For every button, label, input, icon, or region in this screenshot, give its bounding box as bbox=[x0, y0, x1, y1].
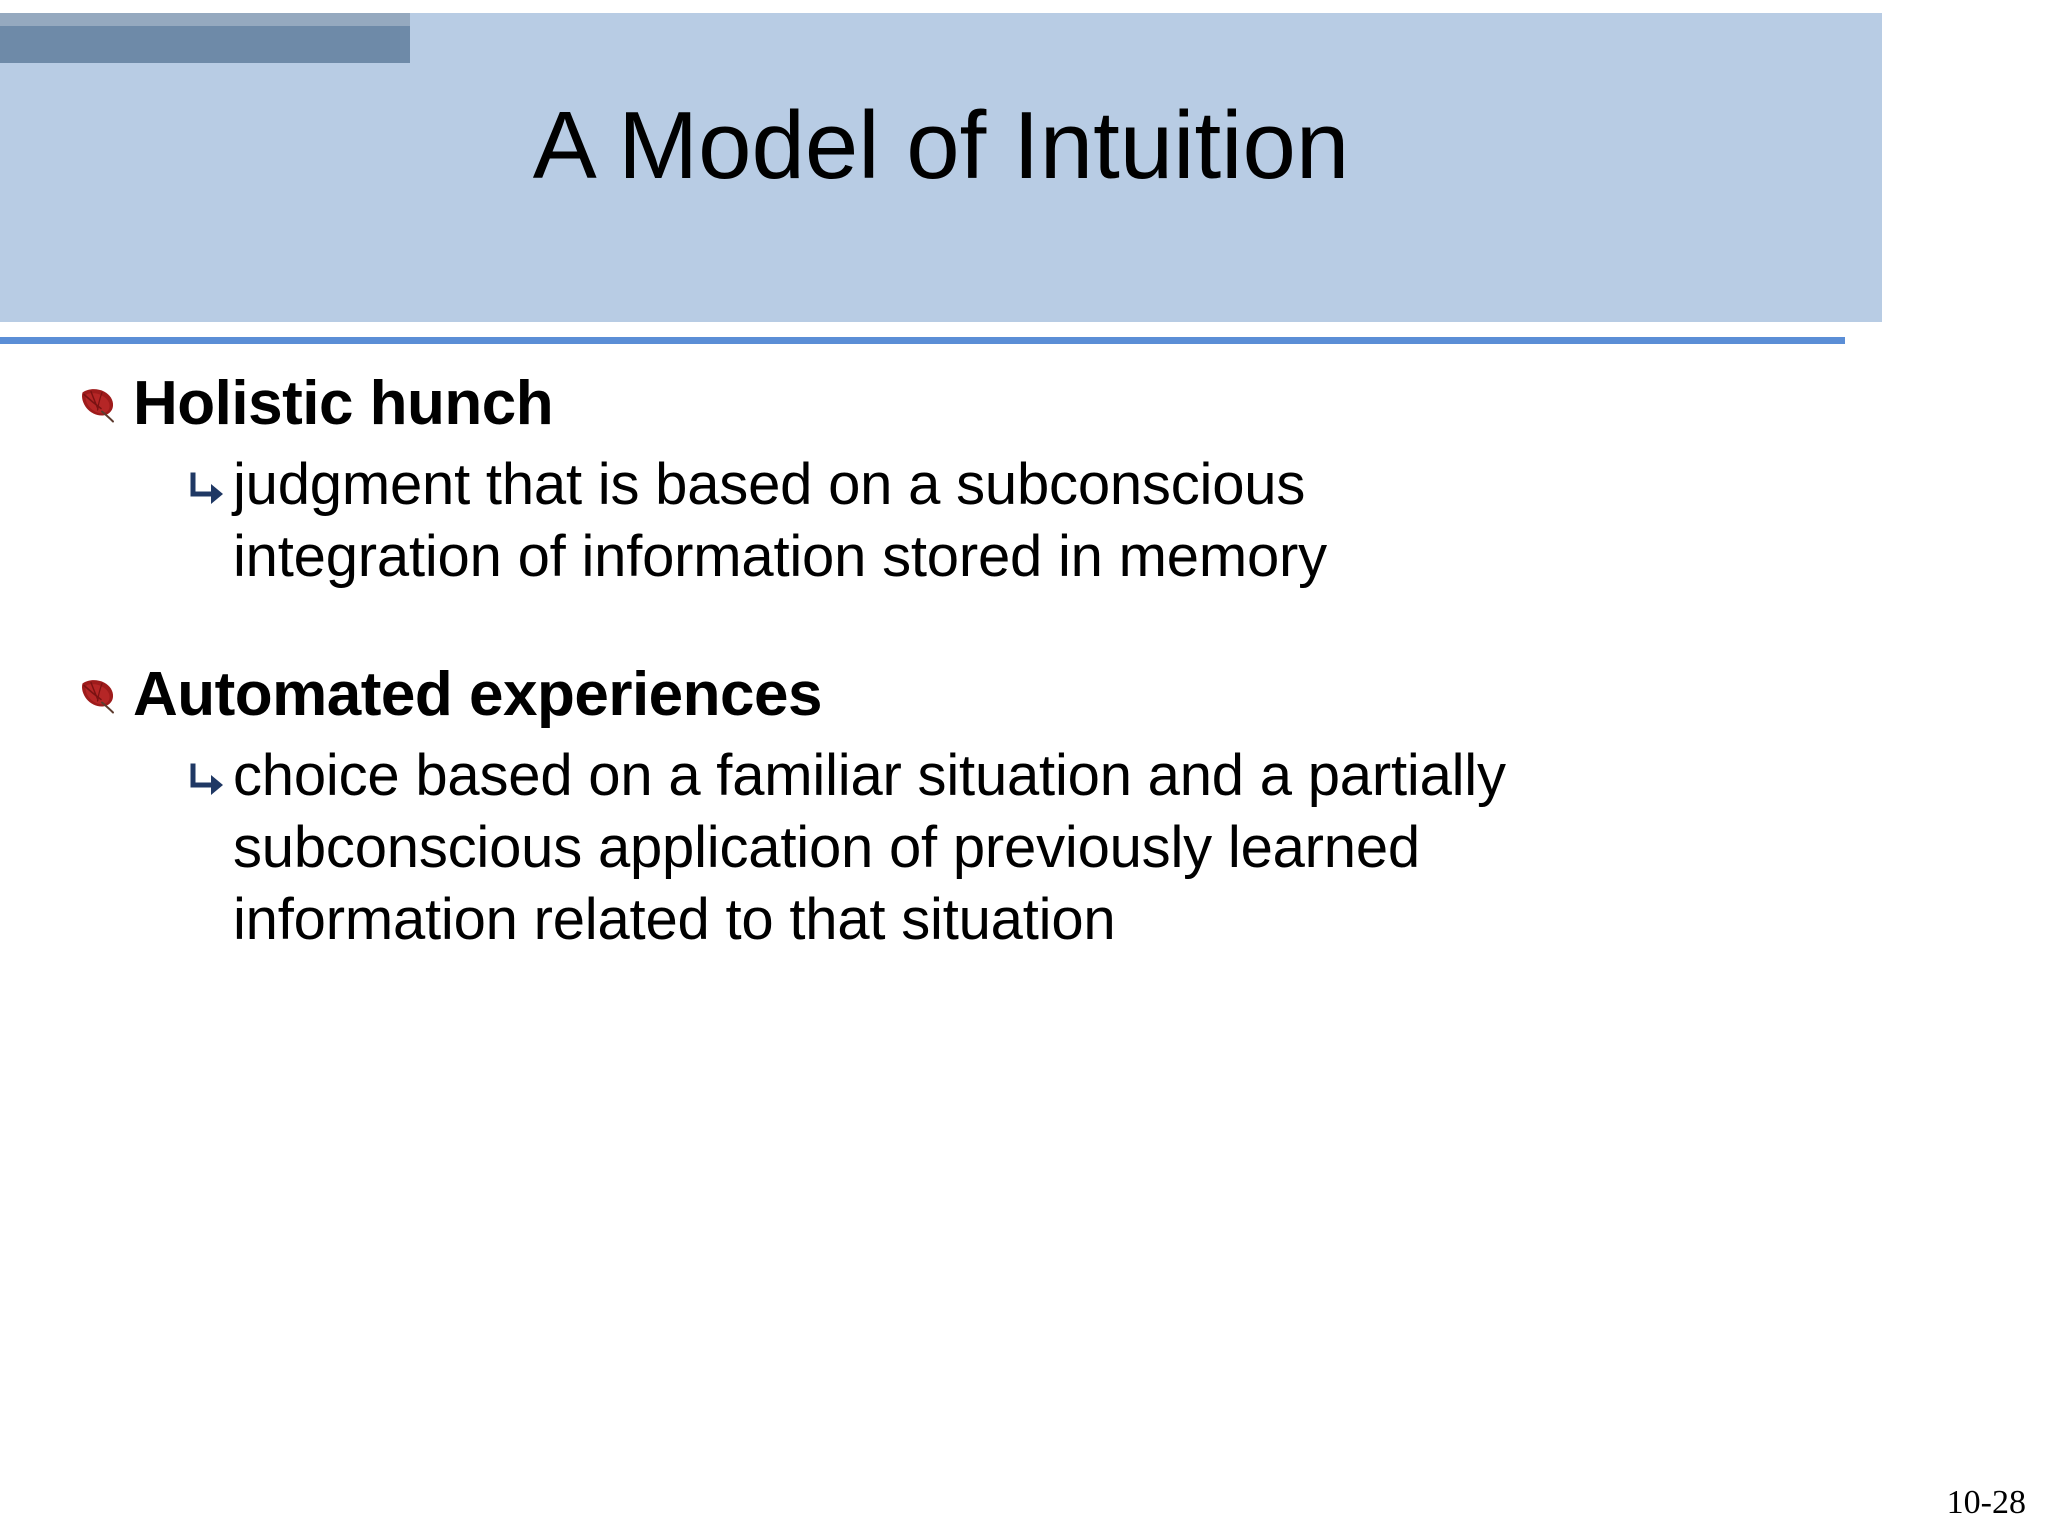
title-divider-line bbox=[0, 337, 1845, 344]
bullet-block-automated-experiences: Automated experiences choice based on a … bbox=[0, 659, 2048, 956]
page-title: A Model of Intuition bbox=[532, 91, 1350, 199]
page-number: 10-28 bbox=[1946, 1484, 2026, 1521]
bullet-level1-automated-experiences: Automated experiences bbox=[0, 659, 2048, 730]
bullet-spacer bbox=[0, 613, 2048, 659]
arrow-hook-right-icon bbox=[185, 760, 229, 804]
slide-header: A Model of Intuition bbox=[0, 13, 1882, 322]
arrow-hook-right-icon bbox=[185, 469, 229, 513]
bullet-level1-holistic-hunch: Holistic hunch bbox=[0, 368, 2048, 439]
bullet-block-holistic-hunch: Holistic hunch judgment that is based on… bbox=[0, 368, 2048, 593]
bullet-level2-automated-experiences: choice based on a familiar situation and… bbox=[0, 740, 2048, 956]
red-leaf-bullet-icon bbox=[75, 673, 121, 719]
slide-body: Holistic hunch judgment that is based on… bbox=[0, 368, 2048, 976]
header-top-accent-strip bbox=[0, 13, 410, 26]
bullet-heading: Holistic hunch bbox=[133, 369, 554, 438]
red-leaf-bullet-icon bbox=[75, 382, 121, 428]
header-dark-accent-bar bbox=[0, 26, 410, 63]
bullet-subtext: judgment that is based on a subconscious… bbox=[233, 452, 1327, 590]
bullet-level2-holistic-hunch: judgment that is based on a subconscious… bbox=[0, 449, 2048, 593]
title-divider bbox=[0, 335, 1845, 345]
bullet-heading: Automated experiences bbox=[133, 660, 822, 730]
bullet-subtext: choice based on a familiar situation and… bbox=[233, 743, 1506, 953]
